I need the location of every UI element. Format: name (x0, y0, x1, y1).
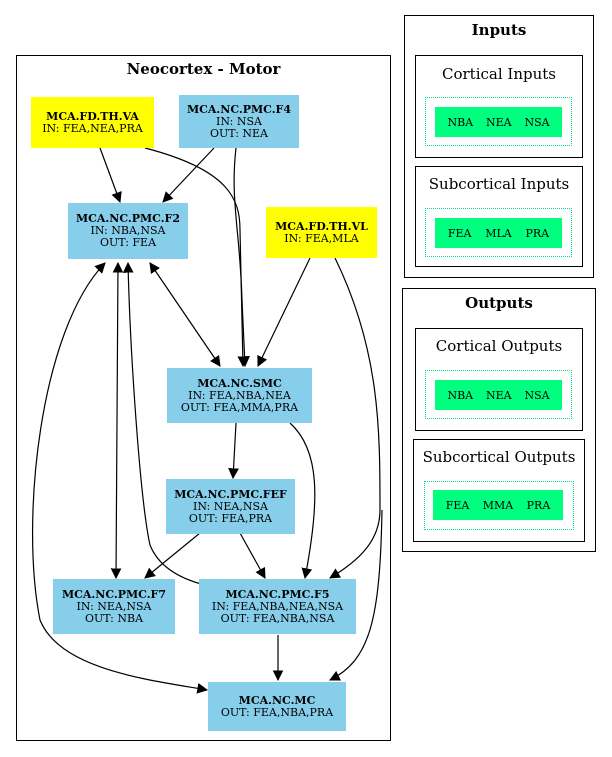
subcortical-outputs-box: FEA MMA PRA (433, 490, 563, 520)
cortical-outputs-title: Cortical Outputs (435, 337, 563, 355)
cortical-outputs-cluster: Cortical Outputs (415, 328, 583, 431)
edge-va-smc (144, 147, 249, 368)
node-vl[interactable]: MCA.FD.TH.VL IN: FEA,MLA (266, 207, 377, 258)
edge-f2-f5 (122, 261, 206, 586)
neocortex-cluster: Neocortex - Motor (16, 55, 391, 741)
subcortical-input-item: MLA (485, 226, 512, 240)
cortical-output-item: NEA (485, 388, 512, 402)
cortical-outputs-frame (425, 370, 572, 419)
node-smc-name: MCA.NC.SMC (197, 376, 282, 390)
subcortical-input-item: PRA (525, 226, 550, 240)
edge-f2-smc (149, 262, 221, 367)
node-va[interactable]: MCA.FD.TH.VA IN: FEA,NEA,PRA (31, 97, 154, 148)
node-f2-out: OUT: FEA (99, 236, 157, 249)
node-f2[interactable]: MCA.NC.PMC.F2 IN: NBA,NSA OUT: FEA (68, 203, 188, 259)
node-f4-name: MCA.NC.PMC.F4 (186, 102, 292, 116)
subcortical-inputs-frame (425, 208, 572, 257)
node-smc-in: IN: FEA,NBA,NEA (188, 388, 291, 402)
node-fef-name: MCA.NC.PMC.FEF (174, 487, 287, 501)
cortical-inputs-frame (425, 97, 572, 146)
cortical-inputs-box: NBA NEA NSA (435, 107, 562, 137)
subcortical-inputs-title: Subcortical Inputs (428, 175, 570, 193)
node-f4-out: OUT: NEA (209, 126, 269, 140)
edge-f2-f7 (110, 261, 124, 580)
edge-va-f2 (99, 147, 122, 204)
subcortical-outputs-title: Subcortical Outputs (422, 448, 576, 466)
cortical-input-item: NSA (524, 115, 550, 129)
node-f4-in: IN: NSA (216, 114, 262, 128)
edge-vl-f5 (329, 257, 381, 579)
node-f7[interactable]: MCA.NC.PMC.F7 IN: NEA,NSA OUT: NBA (53, 579, 175, 634)
edge-smc-f5 (289, 422, 316, 580)
node-mc-out: OUT: FEA,NBA,PRA (220, 705, 334, 719)
node-f2-in: IN: NBA,NSA (90, 224, 166, 237)
node-f5[interactable]: MCA.NC.PMC.F5 IN: FEA,NBA,NEA,NSA OUT: F… (199, 579, 356, 634)
edge-fef-f5 (239, 532, 266, 579)
node-f5-name: MCA.NC.PMC.F5 (225, 587, 330, 601)
edge-smc-fef (228, 422, 239, 480)
subcortical-output-item: PRA (526, 498, 551, 512)
node-va-name: MCA.FD.TH.VA (46, 109, 139, 123)
node-mc[interactable]: MCA.NC.MC OUT: FEA,NBA,PRA (208, 682, 346, 731)
edge-f2-mc (31, 262, 209, 694)
node-f5-in: IN: FEA,NBA,NEA,NSA (211, 599, 344, 613)
node-f7-in: IN: NEA,NSA (76, 599, 152, 613)
subcortical-inputs-cluster: Subcortical Inputs (415, 166, 583, 267)
inputs-title: Inputs (471, 21, 527, 39)
node-mc-name: MCA.NC.MC (238, 693, 316, 707)
subcortical-output-item: FEA (445, 498, 470, 512)
subcortical-input-item: FEA (447, 226, 472, 240)
node-f2-name: MCA.NC.PMC.F2 (75, 212, 181, 225)
node-f5-out: OUT: FEA,NBA,NSA (220, 611, 335, 625)
cortical-inputs-cluster: Cortical Inputs (415, 55, 583, 158)
subcortical-outputs-frame (424, 481, 574, 530)
edge-vl-smc (257, 257, 311, 367)
outputs-cluster: Outputs (402, 288, 596, 552)
subcortical-outputs-cluster: Subcortical Outputs (413, 439, 585, 542)
node-smc[interactable]: MCA.NC.SMC IN: FEA,NBA,NEA OUT: FEA,MMA,… (167, 368, 312, 423)
subcortical-output-item: MMA (482, 498, 514, 512)
outputs-title: Outputs (465, 294, 533, 312)
edge-vl-mc (329, 509, 383, 681)
node-f7-out: OUT: NBA (84, 611, 144, 625)
cluster-title: Neocortex - Motor (126, 60, 281, 78)
cortical-output-item: NBA (447, 388, 474, 402)
node-va-in: IN: FEA,NEA,PRA (42, 121, 143, 135)
cortical-input-item: NBA (447, 115, 474, 129)
node-fef-in: IN: NEA,NSA (193, 499, 268, 513)
node-f7-name: MCA.NC.PMC.F7 (61, 587, 167, 601)
cortical-output-item: NSA (524, 388, 550, 402)
node-f4[interactable]: MCA.NC.PMC.F4 IN: NSA OUT: NEA (179, 95, 299, 148)
node-smc-out: OUT: FEA,MMA,PRA (180, 400, 299, 414)
cortical-input-item: NEA (485, 115, 512, 129)
node-vl-in: IN: FEA,MLA (284, 231, 359, 245)
inputs-cluster: Inputs (404, 15, 594, 278)
cortical-outputs-box: NBA NEA NSA (435, 380, 562, 410)
edge-f4-smc (233, 147, 250, 368)
node-fef-out: OUT: FEA,PRA (188, 511, 273, 525)
subcortical-inputs-box: FEA MLA PRA (435, 218, 562, 248)
cortical-inputs-title: Cortical Inputs (442, 65, 556, 83)
edge-f4-f2 (162, 147, 215, 203)
node-fef[interactable]: MCA.NC.PMC.FEF IN: NEA,NSA OUT: FEA,PRA (166, 479, 295, 534)
node-vl-name: MCA.FD.TH.VL (275, 219, 368, 233)
